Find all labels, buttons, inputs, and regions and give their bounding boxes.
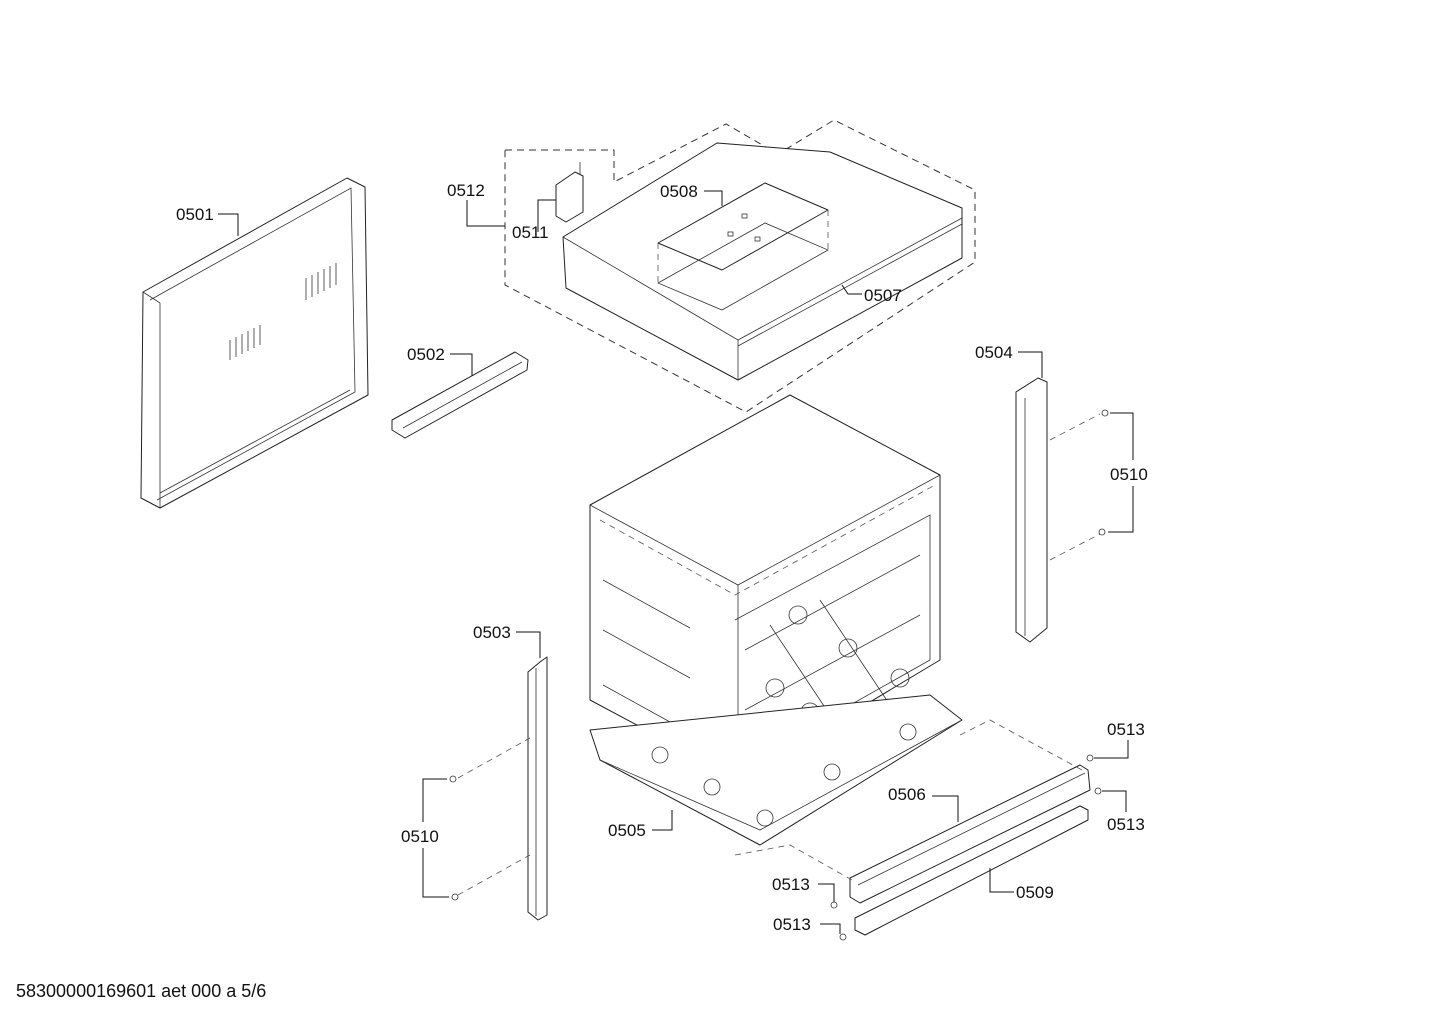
part-0508-plate	[657, 182, 829, 311]
label-0507: 0507	[864, 286, 902, 305]
label-0510-right: 0510	[1110, 465, 1148, 484]
part-0507-top-cover	[562, 142, 963, 381]
callout-0507: 0507	[841, 284, 902, 305]
rail-guide-lines	[734, 719, 1083, 881]
callout-0508: 0508	[660, 182, 723, 206]
callout-0512: 0512	[447, 181, 505, 227]
screws-0510-right: 0510	[1049, 409, 1148, 561]
callout-0509: 0509	[989, 868, 1054, 902]
part-0511-small-bracket	[555, 162, 584, 223]
part-0501-back-panel	[140, 177, 369, 509]
top-cover-group-outline	[504, 119, 976, 413]
label-0502: 0502	[407, 345, 445, 364]
part-0504-side-rail-right	[1015, 377, 1048, 643]
label-0508: 0508	[660, 182, 698, 201]
part-0502-bracket	[391, 351, 529, 439]
label-0513-right: 0513	[1107, 815, 1145, 834]
part-0509-lower-rail	[854, 805, 1089, 936]
label-0504: 0504	[975, 343, 1013, 362]
part-0503-side-rail-left	[527, 656, 548, 921]
callout-0502: 0502	[407, 345, 473, 376]
document-code: 58300000169601 aet 000 a 5/6	[16, 981, 267, 1001]
label-0512: 0512	[447, 181, 485, 200]
label-0503: 0503	[473, 623, 511, 642]
label-0510-left: 0510	[401, 827, 439, 846]
label-0505: 0505	[608, 821, 646, 840]
callout-0503: 0503	[473, 623, 541, 658]
callout-0501: 0501	[176, 205, 239, 236]
label-0513-left-lower: 0513	[773, 915, 811, 934]
label-0513-left-upper: 0513	[772, 875, 810, 894]
part-0505-bottom-tray	[589, 694, 963, 846]
callout-0511: 0511	[512, 199, 556, 242]
label-0509: 0509	[1016, 883, 1054, 902]
label-0506: 0506	[888, 785, 926, 804]
part-oven-cavity-frame	[589, 394, 941, 781]
label-0501: 0501	[176, 205, 214, 224]
callout-0504: 0504	[975, 343, 1043, 378]
screw-0513-left-lower: 0513	[773, 915, 847, 941]
screw-0513-top-right: 0513	[1086, 720, 1145, 762]
screw-0513-right: 0513	[1094, 787, 1145, 834]
label-0511: 0511	[512, 223, 549, 242]
callout-0506: 0506	[888, 785, 959, 822]
screws-0510-left: 0510	[401, 737, 531, 901]
label-0513-top-right: 0513	[1107, 720, 1145, 739]
callout-0505: 0505	[608, 810, 673, 840]
part-0506-front-rail	[849, 764, 1091, 904]
screw-0513-left-upper: 0513	[772, 875, 838, 909]
